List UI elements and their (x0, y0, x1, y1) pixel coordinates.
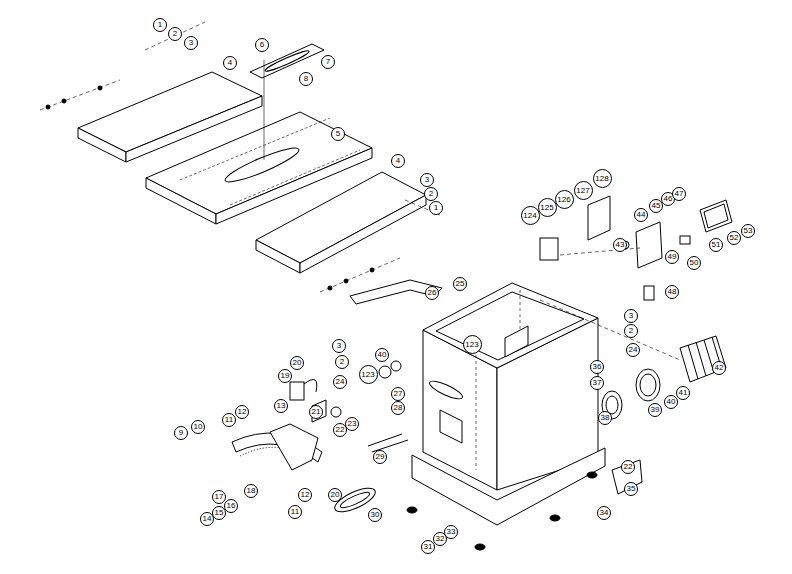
callout-number: 40 (664, 395, 678, 409)
callout-number: 22 (621, 460, 635, 474)
callout-number: 17 (212, 490, 226, 504)
callout-number: 43 (613, 238, 627, 252)
callout-number: 29 (373, 450, 387, 464)
callout-number: 38 (598, 411, 612, 425)
callout-number: 3 (624, 309, 638, 323)
callout-number: 9 (174, 426, 188, 440)
callout-number: 123 (359, 365, 378, 384)
callout-number: 35 (624, 482, 638, 496)
callout-number: 49 (665, 250, 679, 264)
callout-number: 2 (168, 27, 182, 41)
callout-number: 5 (331, 127, 345, 141)
callout-number: 25 (453, 277, 467, 291)
callout-number: 2 (424, 187, 438, 201)
callout-number: 39 (648, 403, 662, 417)
callout-number: 2 (624, 324, 638, 338)
callout-number: 6 (255, 38, 269, 52)
callout-number: 40 (375, 348, 389, 362)
callout-number: 128 (593, 169, 612, 188)
callout-number: 44 (634, 208, 648, 222)
callout-number: 3 (184, 36, 198, 50)
callout-number: 10 (191, 420, 205, 434)
callout-number: 26 (425, 286, 439, 300)
callout-number: 33 (444, 525, 458, 539)
callout-number: 127 (574, 181, 593, 200)
callout-number: 24 (626, 343, 640, 357)
callout-number: 47 (672, 187, 686, 201)
callout-number: 1 (153, 18, 167, 32)
callout-number: 126 (555, 190, 574, 209)
callout-number: 13 (274, 399, 288, 413)
callout-number: 21 (309, 405, 323, 419)
callout-number: 4 (391, 154, 405, 168)
callout-number: 11 (288, 505, 302, 519)
callout-number: 12 (235, 405, 249, 419)
callout-number: 123 (463, 335, 482, 354)
callout-number: 50 (687, 256, 701, 270)
callout-number: 36 (590, 360, 604, 374)
callout-number: 41 (676, 386, 690, 400)
callout-number: 27 (391, 387, 405, 401)
callout-number: 19 (278, 369, 292, 383)
callout-number: 11 (222, 413, 236, 427)
callout-number: 8 (299, 72, 313, 86)
callout-number: 20 (328, 488, 342, 502)
callout-number: 124 (521, 206, 540, 225)
callout-number: 4 (223, 56, 237, 70)
callout-number: 34 (597, 506, 611, 520)
callout-number: 52 (727, 231, 741, 245)
callout-number: 53 (741, 224, 755, 238)
callout-number: 7 (321, 55, 335, 69)
callout-number: 2 (335, 355, 349, 369)
callout-number: 1 (429, 201, 443, 215)
callout-number: 23 (345, 417, 359, 431)
callout-number: 51 (709, 238, 723, 252)
callout-number: 125 (538, 198, 557, 217)
callout-number: 3 (420, 173, 434, 187)
callout-number: 42 (712, 361, 726, 375)
callout-number: 24 (333, 375, 347, 389)
callout-number: 37 (590, 376, 604, 390)
callout-number: 16 (224, 499, 238, 513)
callout-number: 20 (290, 356, 304, 370)
callout-number: 3 (332, 339, 346, 353)
callout-number: 18 (244, 484, 258, 498)
callout-number: 30 (368, 508, 382, 522)
callout-number: 48 (665, 285, 679, 299)
callout-number: 12 (298, 488, 312, 502)
callout-number: 28 (391, 401, 405, 415)
